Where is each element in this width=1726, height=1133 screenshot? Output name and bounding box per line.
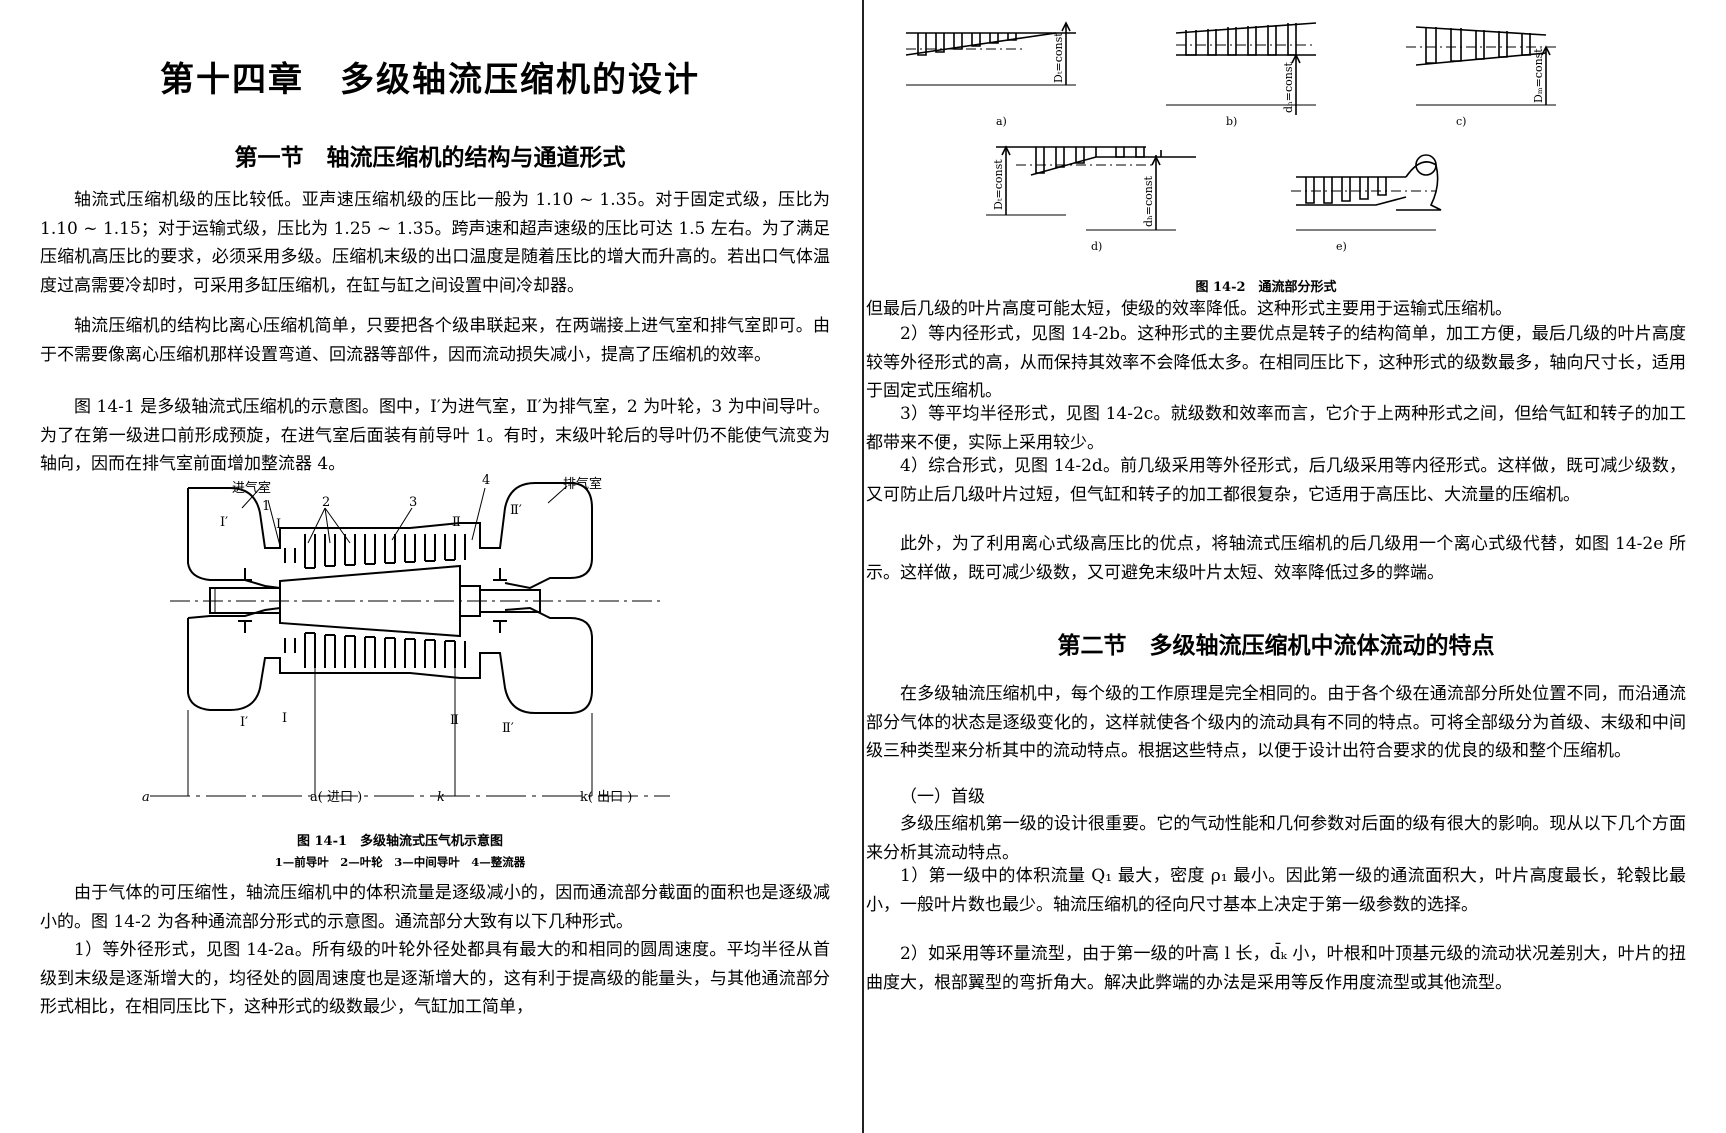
label-c-Dm: Dₘ=const: [1532, 48, 1545, 103]
subfig-b: b): [1226, 115, 1237, 128]
diagram-e: [1291, 154, 1442, 231]
label-inlet: 进气室: [232, 480, 271, 496]
axis-label-k-outlet: k( 出口 ): [580, 790, 632, 805]
subfig-d: d): [1091, 240, 1102, 253]
label-d-Dt: Dₜ=const: [992, 159, 1005, 210]
body-paragraph: 图 14-1 是多级轴流式压缩机的示意图。图中，Ⅰ′为进气室，Ⅱ′为排气室，2 …: [40, 397, 830, 474]
label-I-prime-top: Ⅰ′: [220, 515, 228, 530]
lower-blades: [284, 632, 466, 668]
label-I-bottom: Ⅰ: [282, 711, 287, 726]
label-1: 1: [262, 499, 270, 514]
body-paragraph: 轴流压缩机的结构比离心压缩机简单，只要把各个级串联起来，在两端接上进气室和排气室…: [40, 316, 830, 365]
diagram-a: [905, 21, 1076, 86]
label-3: 3: [409, 495, 417, 510]
label-b-dh: dₕ=const: [1282, 61, 1295, 113]
label-I-prime-bottom: Ⅰ′: [240, 715, 248, 730]
label-I-top: Ⅰ: [276, 517, 281, 532]
body-paragraph: 4）综合形式，见图 14-2d。前几级采用等外径形式，后几级采用等内径形式。这样…: [866, 456, 1686, 505]
subfig-c: c): [1456, 115, 1466, 128]
label-4: 4: [482, 473, 490, 488]
body-paragraph: 1）第一级中的体积流量 Q₁ 最大，密度 ρ₁ 最小。因此第一级的通流面积大，叶…: [866, 866, 1686, 915]
body-paragraph: 由于气体的可压缩性，轴流压缩机中的体积流量是逐级减小的，因而通流部分截面的面积也…: [40, 883, 830, 932]
label-II-top: Ⅱ: [452, 515, 461, 530]
body-paragraph: 2）如采用等环量流型，由于第一级的叶高 l 长，d̄ₖ 小，叶根和叶顶基元级的流…: [866, 944, 1686, 993]
body-paragraph: 2）等内径形式，见图 14-2b。这种形式的主要优点是转子的结构简单，加工方便，…: [866, 324, 1686, 401]
body-paragraph: 在多级轴流压缩机中，每个级的工作原理是完全相同的。由于各个级在通流部分所处位置不…: [866, 684, 1686, 761]
body-paragraph: 3）等平均半径形式，见图 14-2c。就级数和效率而言，它介于上两种形式之间，但…: [866, 404, 1686, 453]
body-paragraph: 1）等外径形式，见图 14-2a。所有级的叶轮外径处都具有最大的和相同的圆周速度…: [40, 940, 830, 1017]
axis-label-a: a: [142, 790, 150, 805]
label-II-prime-top: Ⅱ′: [510, 503, 522, 518]
diagram-c: [1406, 26, 1556, 106]
axis-label-a-inlet: a( 进口 ): [310, 790, 362, 805]
chapter-title: 第十四章 多级轴流压缩机的设计: [160, 60, 700, 100]
figure-1-caption: 图 14-1 多级轴流式压气机示意图: [296, 834, 504, 849]
label-d-dh: dₕ=const: [1142, 175, 1155, 227]
section-title: 第二节 多级轴流压缩机中流体流动的特点: [1057, 632, 1495, 659]
label-2: 2: [322, 495, 330, 510]
subfig-a: a): [996, 115, 1007, 128]
diagram-d: [986, 145, 1196, 231]
label-II-prime-bottom: Ⅱ′: [502, 721, 514, 736]
figure-1-caption-sub: 1—前导叶 2—叶轮 3—中间导叶 4—整流器: [274, 855, 526, 869]
body-paragraph: 多级压缩机第一级的设计很重要。它的气动性能和几何参数对后面的级有很大的影响。现从…: [866, 814, 1686, 863]
figure-14-2: a) b) c) d) e) Dₜ=const dₕ=const Dₘ=cons…: [905, 21, 1556, 253]
axis-label-k: k: [437, 790, 445, 805]
right-page: a) b) c) d) e) Dₜ=const dₕ=const Dₘ=cons…: [866, 0, 1726, 1133]
label-a-Dt: Dₜ=const: [1052, 32, 1065, 83]
upper-blades: [284, 534, 466, 569]
subfig-e: e): [1336, 240, 1347, 253]
body-paragraph: 轴流式压缩机级的压比较低。亚声速压缩机级的压比一般为 1.10 ~ 1.35。对…: [40, 190, 830, 296]
body-paragraph: 此外，为了利用离心式级高压比的优点，将轴流式压缩机的后几级用一个离心式级代替，如…: [866, 534, 1686, 583]
figure-14-1: 进气室 排气室 1 2 3 4 Ⅰ′ Ⅰ Ⅱ Ⅱ′ Ⅰ′ Ⅰ Ⅱ Ⅱ′ a a(…: [142, 473, 670, 805]
body-paragraph: 但最后几级的叶片高度可能太短，使级的效率降低。这种形式主要用于运输式压缩机。: [866, 299, 1512, 319]
label-outlet: 排气室: [563, 476, 602, 492]
left-page: 第十四章 多级轴流压缩机的设计 第一节 轴流压缩机的结构与通道形式 轴流式压缩机…: [0, 0, 860, 1133]
figure-2-caption: 图 14-2 通流部分形式: [1195, 280, 1337, 295]
page-divider: [862, 0, 864, 1133]
subheading: （一）首级: [900, 787, 985, 807]
diagram-b: [1166, 22, 1317, 115]
label-II-bottom: Ⅱ: [450, 713, 459, 728]
section-title: 第一节 轴流压缩机的结构与通道形式: [234, 144, 626, 171]
